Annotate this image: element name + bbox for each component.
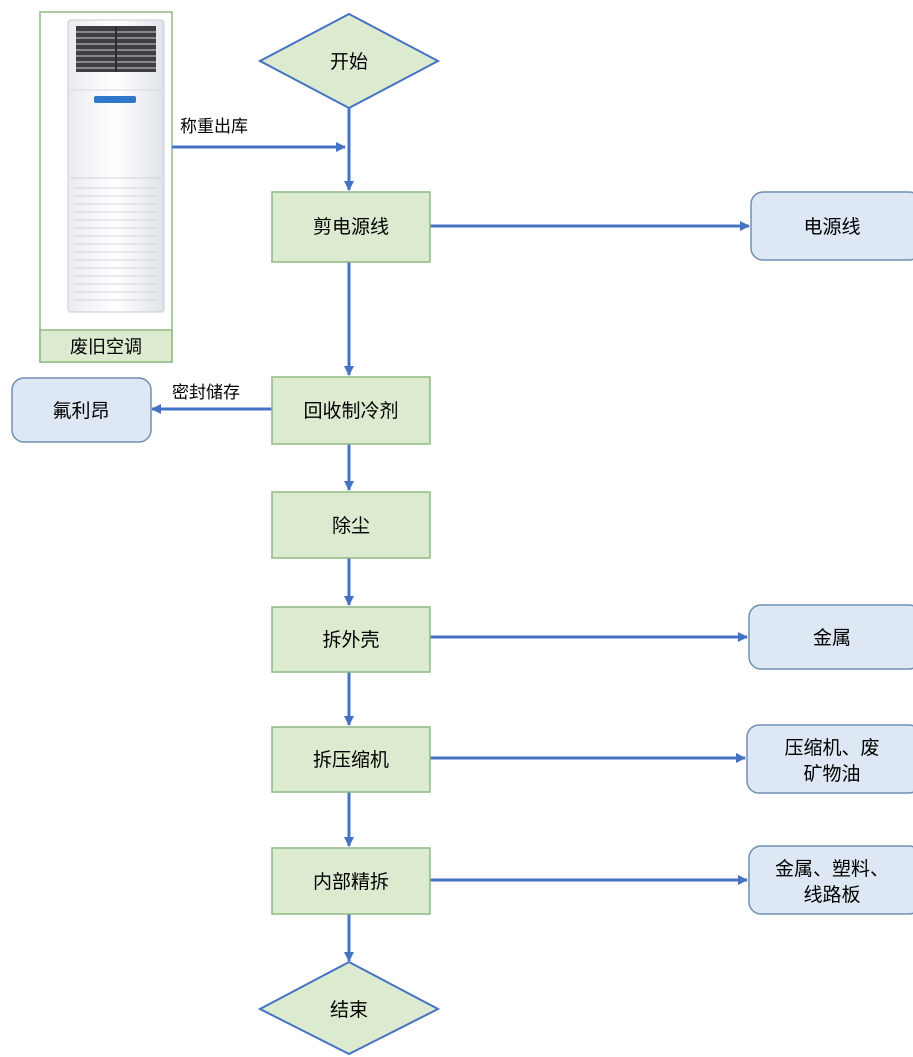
process-shell-label: 拆外壳 xyxy=(322,629,379,651)
end-label: 结束 xyxy=(330,999,368,1021)
output-power-cord: 电源线 xyxy=(750,191,913,261)
appliance-panel: 废旧空调 xyxy=(39,11,173,363)
process-internal-dismantle: 内部精拆 xyxy=(271,847,431,915)
process-cut-cord: 剪电源线 xyxy=(271,191,431,263)
appliance-caption-box xyxy=(39,329,173,363)
start-label: 开始 xyxy=(330,51,368,73)
output-compressor-oil: 压缩机、废 矿物油 xyxy=(746,724,913,794)
process-remove-compressor: 拆压缩机 xyxy=(271,726,431,793)
output-board-line2: 线路板 xyxy=(803,884,860,906)
air-conditioner-icon xyxy=(67,19,165,313)
start-node: 开始 xyxy=(257,12,441,110)
process-cut-cord-label: 剪电源线 xyxy=(313,216,389,238)
process-compressor-label: 拆压缩机 xyxy=(313,749,389,771)
process-recover-label: 回收制冷剂 xyxy=(303,400,398,422)
output-compressor-oil-line2: 矿物油 xyxy=(803,763,860,785)
process-remove-shell: 拆外壳 xyxy=(271,606,431,673)
edge-label-seal-store: 密封储存 xyxy=(172,383,240,403)
edge-label-weigh-out: 称重出库 xyxy=(180,117,248,137)
process-dust-label: 除尘 xyxy=(332,515,370,537)
appliance-caption: 废旧空调 xyxy=(70,337,142,358)
output-metal-label: 金属 xyxy=(813,627,851,649)
output-freon: 氟利昂 xyxy=(11,377,152,443)
output-freon-label: 氟利昂 xyxy=(52,400,109,422)
output-board-line1: 金属、塑料、 xyxy=(775,858,889,880)
end-node: 结束 xyxy=(257,960,441,1056)
output-power-cord-label: 电源线 xyxy=(803,216,860,238)
output-metal-plastic-board: 金属、塑料、 线路板 xyxy=(748,845,913,915)
output-compressor-oil-line1: 压缩机、废 xyxy=(784,737,879,759)
output-metal: 金属 xyxy=(748,604,913,670)
process-recover-refrigerant: 回收制冷剂 xyxy=(271,376,431,445)
connectors xyxy=(151,108,750,962)
process-internal-label: 内部精拆 xyxy=(313,871,389,893)
process-dust-removal: 除尘 xyxy=(271,491,431,559)
